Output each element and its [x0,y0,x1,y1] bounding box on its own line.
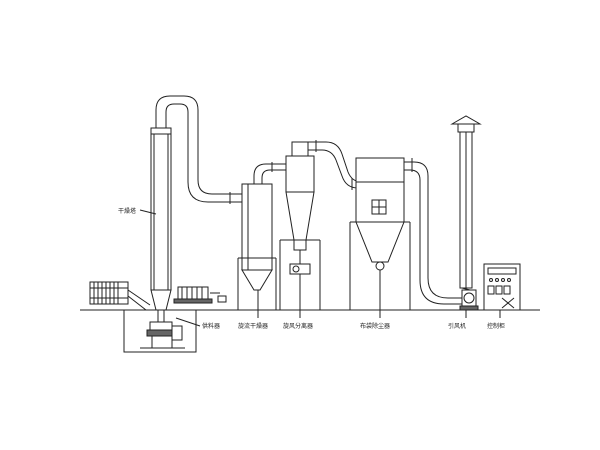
control-cabinet [483,263,521,311]
cyclone-dryer [234,183,277,310]
chimney [450,115,482,291]
label-cyclone-separator: 旋风分离器 [283,322,313,330]
cyclone-separator [279,141,321,310]
duct-tower-to-cyclone-dryer [152,95,234,204]
label-feeder: 供料器 [202,322,220,330]
duct-bagfilter-to-fan [404,158,462,305]
label-cyclone-dryer: 旋流干燥器 [238,322,268,330]
air-heater [89,281,151,311]
label-control-cabinet: 控制柜 [487,322,505,330]
drying-tower [140,127,185,349]
feeder [173,286,227,304]
duct-dryer-to-separator [253,162,286,184]
label-bag-filter: 布袋除尘器 [360,322,390,330]
bag-filter [349,157,411,310]
induced-fan [459,289,479,311]
label-induced-fan: 引风机 [448,322,466,330]
pit [123,310,197,353]
label-drying-tower: 干燥塔 [118,207,136,215]
